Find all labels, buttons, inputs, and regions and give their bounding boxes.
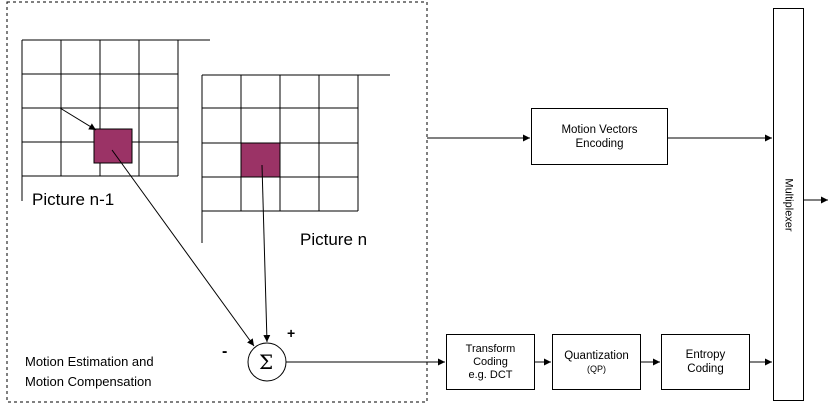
transform-line2: Coding [473, 355, 508, 368]
picture-prev-grid [21, 39, 210, 201]
quantization-line2: (QP) [587, 363, 606, 374]
me-mc-label: Motion Estimation and Motion Compensatio… [25, 352, 154, 392]
mv-encoding-block: Motion Vectors Encoding [531, 108, 668, 165]
me-mc-region [6, 1, 428, 403]
entropy-line2: Coding [687, 363, 724, 375]
prev-matched-block [93, 128, 133, 164]
sum-symbol: Σ [259, 350, 274, 374]
me-mc-label-line2: Motion Compensation [25, 374, 152, 389]
transform-line1: Transform [465, 342, 516, 355]
quantization-block: Quantization (QP) [552, 334, 641, 390]
multiplexer-block: Multiplexer [773, 8, 804, 401]
mv-encoding-line1: Motion Vectors [561, 123, 638, 136]
curr-to-sum-arrow [261, 164, 271, 343]
transform-line3: e.g. DCT [468, 368, 513, 381]
plus-sign: + [287, 325, 296, 341]
transform-block: Transform Coding e.g. DCT [446, 334, 535, 390]
me-mc-label-line1: Motion Estimation and [25, 354, 154, 369]
minus-sign: - [222, 343, 228, 360]
picture-curr-label: Picture n [300, 230, 368, 249]
quantization-line1: Quantization [564, 349, 629, 362]
entropy-block: Entropy Coding [661, 334, 750, 390]
picture-prev-label: Picture n-1 [32, 190, 115, 209]
entropy-line1: Entropy [685, 349, 726, 361]
mv-encoding-line2: Encoding [575, 137, 624, 150]
prev-to-sum-arrow [111, 149, 255, 347]
curr-block [240, 142, 281, 178]
motion-vector-arrow [59, 107, 97, 131]
multiplexer-label: Multiplexer [782, 177, 795, 232]
